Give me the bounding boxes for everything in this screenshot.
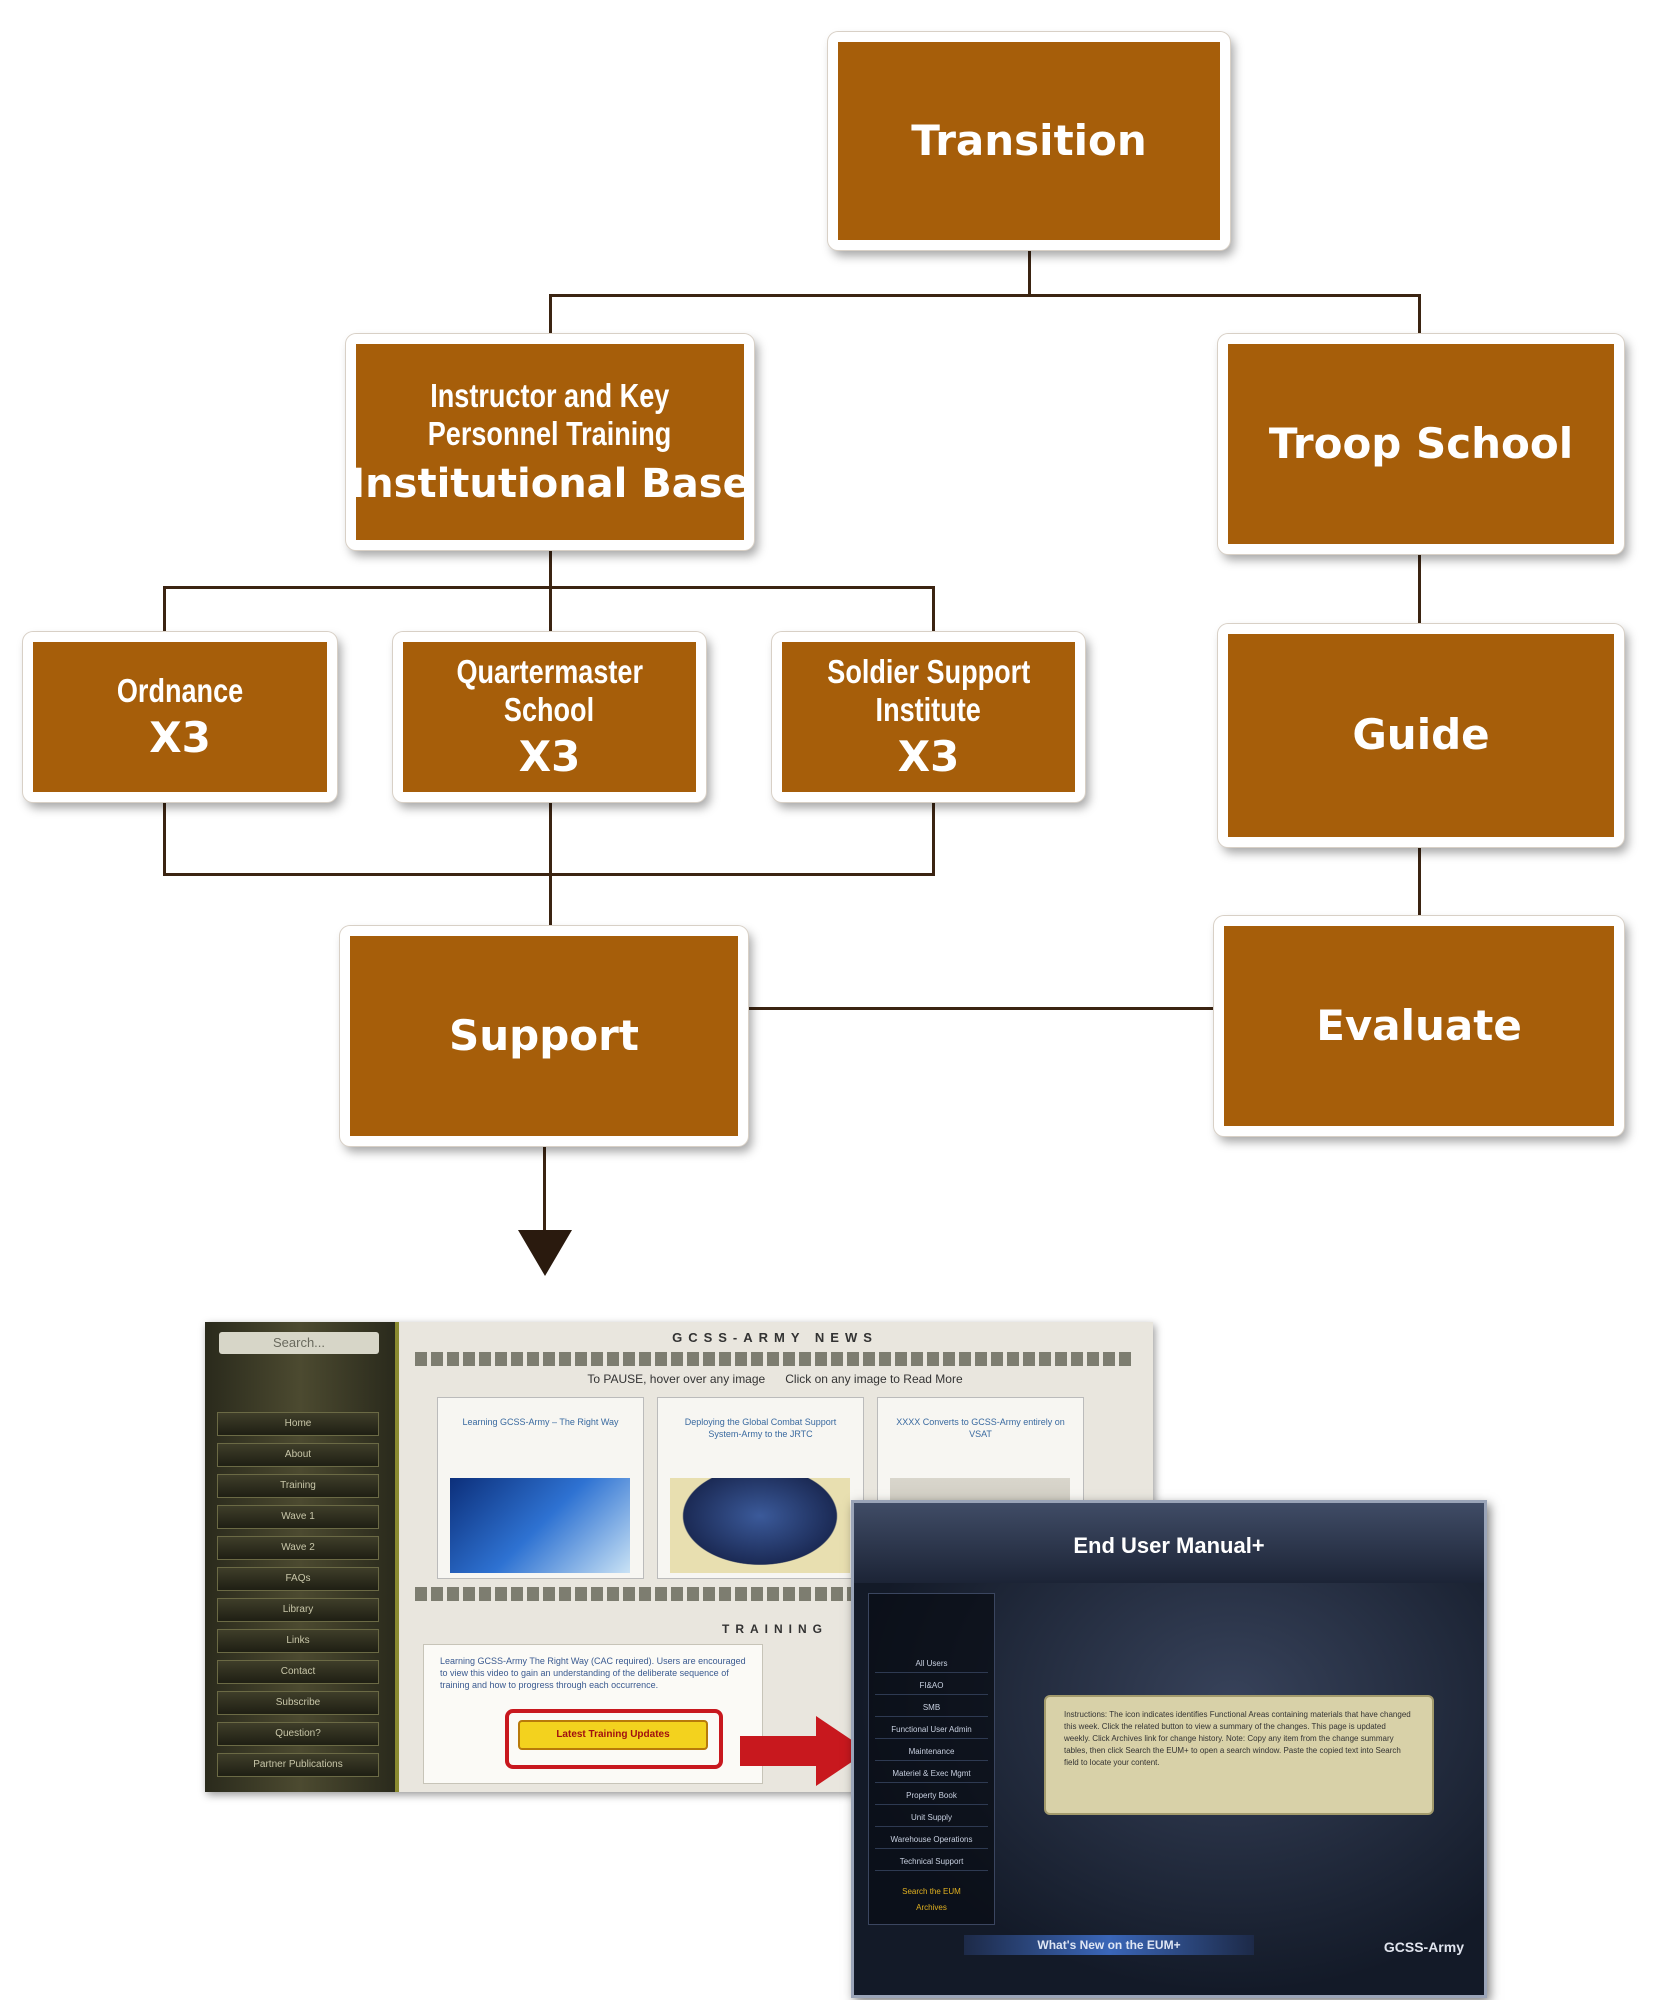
soldier-support-tag: X3 (897, 732, 960, 782)
soldier-support-node: Soldier Support Institute X3 (772, 632, 1085, 802)
connector-to-troop-school (1418, 294, 1421, 336)
manual-nav-item[interactable]: SMB (875, 1700, 988, 1717)
ordnance-tag: X3 (149, 713, 211, 763)
search-eum-link[interactable]: Search the EUM (902, 1887, 961, 1896)
end-user-manual-screenshot: End User Manual+ All Users FI&AO SMB Fun… (851, 1500, 1487, 1998)
manual-instructions-text: Instructions: The icon indicates identif… (1064, 1710, 1411, 1767)
connector-guide-to-evaluate (1418, 845, 1421, 919)
training-text: Learning GCSS-Army The Right Way (CAC re… (440, 1656, 746, 1690)
manual-nav-item[interactable]: Property Book (875, 1788, 988, 1805)
quartermaster-line1: Quartermaster (456, 652, 643, 690)
gcss-army-logo: GCSS-Army (1383, 1939, 1464, 1955)
manual-nav-item[interactable]: Technical Support (875, 1854, 988, 1871)
latest-training-updates-button[interactable]: Latest Training Updates (518, 1720, 708, 1750)
arrow-down-icon (518, 1230, 572, 1276)
connector-to-soldier-support (932, 586, 935, 634)
soldier-support-line2: Institute (875, 690, 982, 728)
training-box: Learning GCSS-Army The Right Way (CAC re… (423, 1644, 763, 1784)
quartermaster-tag: X3 (518, 732, 581, 782)
support-label: Support (449, 1010, 639, 1060)
connector-support-down (543, 1143, 546, 1233)
connector-to-institutional (549, 294, 552, 336)
connector-top-horizontal (549, 294, 1421, 297)
nav-item[interactable]: Partner Publications (217, 1753, 379, 1777)
nav-item[interactable]: Links (217, 1629, 379, 1653)
news-card-image (670, 1478, 850, 1573)
archives-link[interactable]: Archives (916, 1903, 947, 1912)
training-header: TRAINING (722, 1622, 828, 1636)
nav-item[interactable]: Wave 2 (217, 1536, 379, 1560)
nav-item[interactable]: Subscribe (217, 1691, 379, 1715)
nav-item[interactable]: Wave 1 (217, 1505, 379, 1529)
search-input[interactable]: Search... (219, 1332, 379, 1354)
news-card[interactable]: Deploying the Global Combat Support Syst… (657, 1397, 864, 1579)
news-card[interactable]: Learning GCSS-Army – The Right Way (437, 1397, 644, 1579)
connector-troop-to-guide (1418, 552, 1421, 626)
nav-item[interactable]: Question? (217, 1722, 379, 1746)
guide-label: Guide (1352, 710, 1490, 760)
arrow-right-icon (740, 1716, 868, 1786)
news-card-title: Deploying the Global Combat Support Syst… (684, 1417, 837, 1439)
guide-node: Guide (1218, 624, 1624, 847)
manual-title: End User Manual+ (1073, 1533, 1265, 1558)
news-hints: To PAUSE, hover over any image Click on … (415, 1372, 1135, 1386)
sidebar-notice (219, 1360, 379, 1372)
connector-soldier-support-down (932, 800, 935, 876)
whats-new-button[interactable]: What's New on the EUM+ (964, 1935, 1254, 1955)
quartermaster-line2: School (504, 690, 595, 728)
institutional-line1: Instructor and Key (430, 377, 670, 415)
manual-nav-item[interactable]: Functional User Admin (875, 1722, 988, 1739)
nav-item[interactable]: FAQs (217, 1567, 379, 1591)
nav-item[interactable]: Training (217, 1474, 379, 1498)
manual-nav-item[interactable]: All Users (875, 1656, 988, 1673)
manual-header-bar (854, 1503, 1484, 1583)
ordnance-label: Ordnance (116, 671, 244, 709)
news-sidebar: Search... Home About Training Wave 1 Wav… (205, 1322, 399, 1792)
nav-item[interactable]: Home (217, 1412, 379, 1436)
nav-item[interactable]: Library (217, 1598, 379, 1622)
connector-evaluate-to-support (745, 1007, 1217, 1010)
connector-quartermaster-down (549, 800, 552, 928)
manual-nav-item[interactable]: Maintenance (875, 1744, 988, 1761)
manual-nav-item[interactable]: Unit Supply (875, 1810, 988, 1827)
soldier-support-line1: Soldier Support (827, 652, 1030, 690)
transition-node: Transition (828, 32, 1230, 250)
connector-to-ordnance (163, 586, 166, 634)
manual-nav: All Users FI&AO SMB Functional User Admi… (868, 1593, 995, 1925)
connector-schools-bottom (163, 873, 935, 876)
connector-institutional-down (549, 548, 552, 588)
news-header: GCSS-ARMY NEWS (672, 1330, 878, 1345)
manual-nav-item[interactable]: Warehouse Operations (875, 1832, 988, 1849)
evaluate-node: Evaluate (1214, 916, 1624, 1136)
manual-nav-item[interactable]: FI&AO (875, 1678, 988, 1695)
institutional-line2: Personnel Training (428, 415, 672, 452)
evaluate-label: Evaluate (1316, 1000, 1522, 1050)
institutional-line3: Institutional Base (350, 460, 750, 507)
news-card-title: XXXX Converts to GCSS-Army entirely on V… (896, 1417, 1065, 1439)
transition-label: Transition (911, 115, 1147, 165)
click-hint: Click on any image to Read More (785, 1372, 963, 1386)
troop-school-label: Troop School (1268, 418, 1574, 468)
ordnance-node: Ordnance X3 (23, 632, 337, 802)
nav-item[interactable]: About (217, 1443, 379, 1467)
connector-transition-down (1028, 248, 1031, 296)
film-strip-top (415, 1352, 1135, 1366)
news-card-image (450, 1478, 630, 1573)
nav-item[interactable]: Contact (217, 1660, 379, 1684)
manual-nav-item[interactable]: Materiel & Exec Mgmt (875, 1766, 988, 1783)
news-card-title: Learning GCSS-Army – The Right Way (462, 1417, 619, 1427)
pause-hint: To PAUSE, hover over any image (587, 1372, 766, 1386)
support-node: Support (340, 926, 748, 1146)
quartermaster-node: Quartermaster School X3 (393, 632, 706, 802)
connector-ordnance-down (163, 800, 166, 876)
manual-instructions-scroll: Instructions: The icon indicates identif… (1044, 1695, 1434, 1815)
highlight-frame (505, 1709, 723, 1769)
connector-to-quartermaster (549, 586, 552, 634)
troop-school-node: Troop School (1218, 334, 1624, 554)
news-main: GCSS-ARMY NEWS (415, 1330, 1135, 1345)
institutional-base-node: Instructor and Key Personnel Training In… (346, 334, 754, 550)
